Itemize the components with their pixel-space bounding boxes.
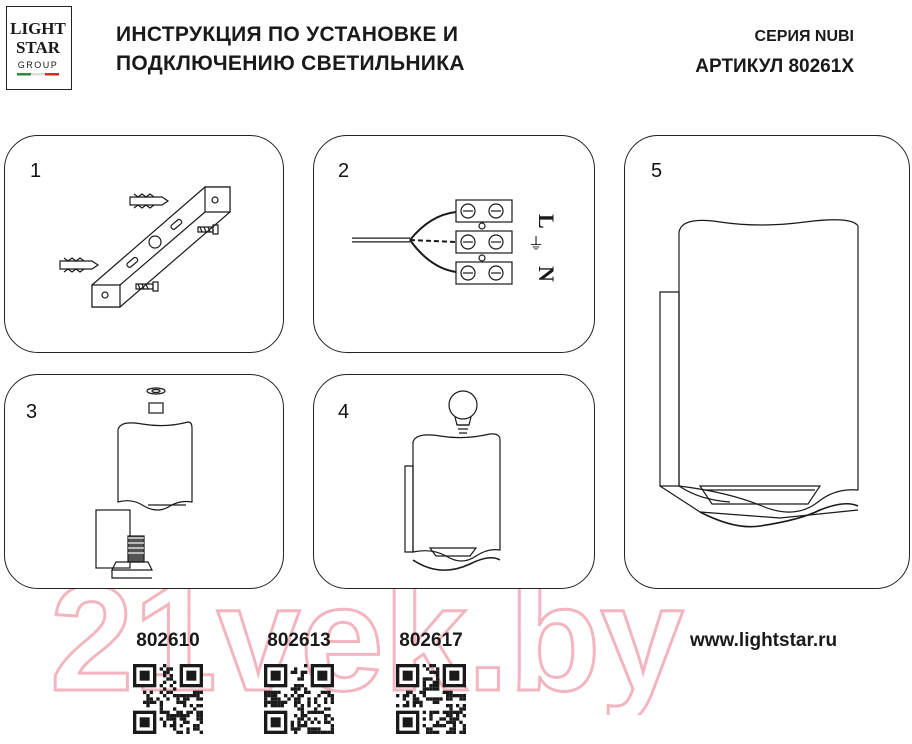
terminal-block-icon [352, 199, 513, 285]
mounting-bracket-icon [59, 186, 231, 308]
title-line-1: ИНСТРУКЦИЯ ПО УСТАНОВКЕ И [116, 23, 459, 46]
code-label-2: 802613 [267, 630, 331, 651]
code-label-3: 802617 [399, 630, 463, 651]
step-1-number: 1 [30, 160, 42, 182]
bulb-install-icon [404, 390, 501, 571]
product-info: СЕРИЯ NUBI АРТИКУЛ 80261X [634, 22, 854, 82]
page-title: ИНСТРУКЦИЯ ПО УСТАНОВКЕ И ПОДКЛЮЧЕНИЮ СВ… [116, 20, 465, 78]
shade-assembly-icon [95, 387, 193, 579]
qr-code-icon [264, 664, 334, 734]
logo-line1: LIGHT [10, 19, 66, 38]
article-label: АРТИКУЛ 80261X [695, 56, 854, 77]
step-4-number: 4 [338, 401, 350, 423]
screw-icon [197, 224, 219, 235]
series-label: СЕРИЯ NUBI [754, 28, 854, 45]
step-5-panel [624, 135, 910, 589]
title-line-2: ПОДКЛЮЧЕНИЮ СВЕТИЛЬНИКА [116, 52, 465, 75]
logo-line3: GROUP [18, 60, 59, 70]
ground-terminal-label: ⏚ [528, 234, 544, 253]
step-5-number: 5 [651, 160, 663, 182]
wall-dowel-icon [59, 257, 100, 273]
step-2-panel [313, 135, 595, 353]
wall-dowel-icon [129, 193, 170, 209]
assembled-lamp-icon [659, 219, 859, 528]
step-3-number: 3 [26, 401, 38, 423]
logo-line2: STAR [16, 38, 61, 57]
code-label-1: 802610 [136, 630, 200, 651]
lightstar-logo-mark: LIGHT STAR GROUP [10, 19, 67, 76]
step-2-number: 2 [338, 160, 350, 182]
qr-code-icon [133, 664, 203, 734]
lightstar-logo: LIGHT STAR GROUP [6, 6, 72, 90]
neutral-terminal-label: N [534, 266, 559, 282]
qr-code-icon [396, 664, 466, 734]
screw-icon [135, 281, 159, 292]
line-terminal-label: L [534, 214, 559, 229]
step-4-panel [313, 374, 595, 589]
website-link[interactable]: www.lightstar.ru [690, 630, 838, 651]
